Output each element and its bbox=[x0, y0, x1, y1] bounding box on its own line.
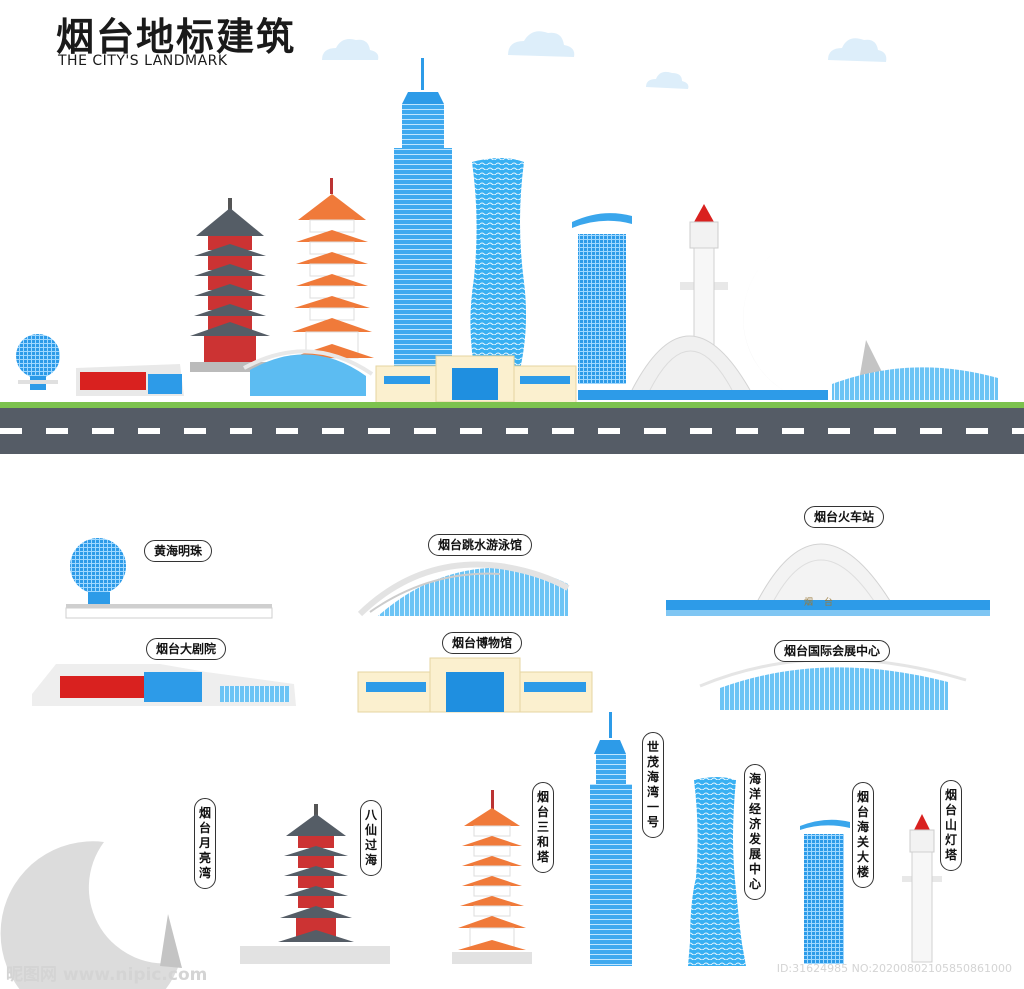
skyline bbox=[16, 58, 998, 405]
station-sign: 烟 台 bbox=[804, 598, 835, 608]
label-museum: 烟台博物馆 bbox=[442, 632, 523, 654]
label-swim-hall: 烟台跳水游泳馆 bbox=[428, 534, 533, 556]
grass-strip bbox=[0, 402, 1024, 408]
shimao-tower bbox=[394, 58, 452, 370]
label-shimao: 世茂海湾一号 bbox=[642, 732, 664, 838]
sanhe-pagoda-detail bbox=[452, 790, 532, 964]
baxian-pagoda bbox=[190, 198, 270, 372]
label-expo-center: 烟台国际会展中心 bbox=[774, 640, 891, 662]
lighthouse-detail bbox=[902, 814, 942, 963]
expo-detail bbox=[699, 657, 967, 710]
swim-hall-skyline bbox=[243, 349, 374, 396]
expo-skyline bbox=[832, 367, 998, 400]
label-huanghai-pearl: 黄海明珠 bbox=[144, 540, 213, 562]
ocean-center-tower bbox=[470, 158, 526, 378]
label-lighthouse: 烟台山灯塔 bbox=[940, 780, 962, 871]
road-dashes bbox=[0, 428, 1024, 434]
label-railway-station: 烟台火车站 bbox=[804, 506, 885, 528]
pearl-tower bbox=[16, 334, 60, 390]
label-customs: 烟台海关大楼 bbox=[852, 782, 874, 888]
label-sanhe-pagoda: 烟台三和塔 bbox=[532, 782, 554, 873]
swim-hall-detail bbox=[357, 561, 570, 617]
theatre-detail bbox=[32, 664, 296, 706]
sanhe-pagoda bbox=[290, 178, 374, 359]
customs-building-detail bbox=[800, 819, 850, 964]
customs-building bbox=[572, 213, 632, 384]
watermark-left: 昵图网 www.nipic.com bbox=[6, 965, 208, 985]
pearl-tower-detail bbox=[65, 538, 273, 619]
moon-detail bbox=[0, 841, 182, 989]
page-title: 烟台地标建筑 bbox=[56, 15, 297, 59]
museum-skyline bbox=[375, 355, 577, 405]
railway-station-detail bbox=[666, 543, 990, 616]
ocean-center-tower-detail bbox=[688, 777, 746, 966]
baxian-pagoda-detail bbox=[240, 804, 390, 964]
railway-station-skyline bbox=[631, 335, 751, 391]
theatre-skyline bbox=[76, 364, 184, 396]
shimao-tower-detail bbox=[590, 712, 632, 966]
page-subtitle: THE CITY'S LANDMARK bbox=[58, 53, 228, 69]
museum-detail bbox=[357, 657, 593, 713]
watermark-right: ID:31624985 NO:20200802105850861000 bbox=[776, 962, 1012, 975]
label-baxian: 八仙过海 bbox=[360, 800, 382, 876]
clouds bbox=[322, 31, 887, 89]
label-moon-bay: 烟台月亮湾 bbox=[194, 798, 216, 889]
label-ocean-center: 海洋经济发展中心 bbox=[744, 764, 766, 900]
label-grand-theatre: 烟台大剧院 bbox=[146, 638, 227, 660]
